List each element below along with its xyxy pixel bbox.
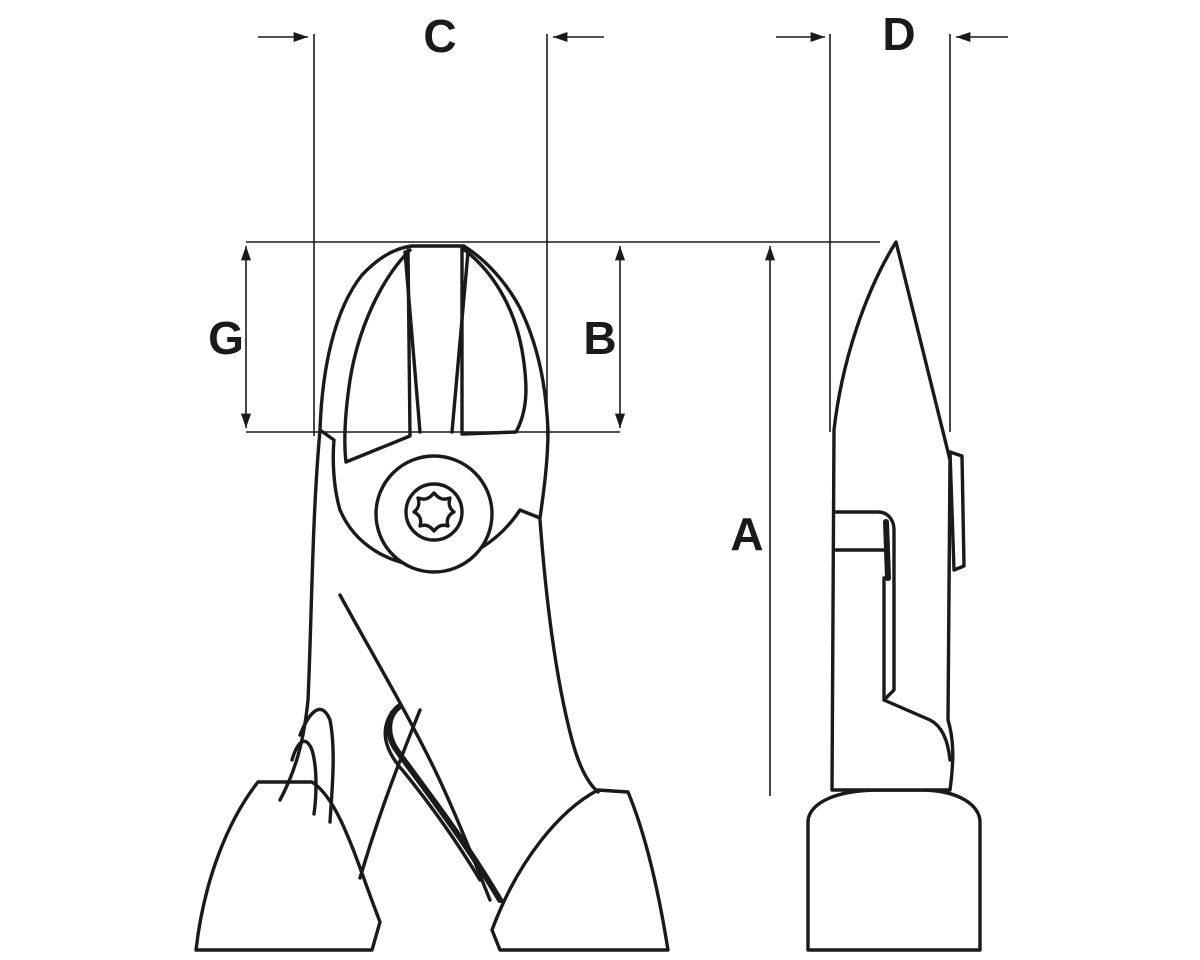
left-jaw [343, 248, 412, 464]
side-channel [834, 510, 952, 762]
side-pivot-plate [948, 450, 966, 572]
pliers-head [318, 244, 550, 568]
left-handle-groove [298, 707, 335, 824]
right-handle-grip [490, 788, 670, 952]
torx-socket [412, 491, 456, 533]
return-spring [386, 703, 503, 903]
right-handle-shaft [538, 518, 600, 794]
label-c: C [423, 10, 456, 62]
dimension-lines [240, 31, 1008, 796]
right-jaw [460, 246, 528, 436]
side-body [830, 240, 955, 792]
label-b: B [583, 312, 616, 364]
left-handle-grip [194, 780, 382, 952]
left-handle-shaft [278, 428, 322, 802]
label-a: A [730, 508, 763, 560]
label-d: D [882, 8, 915, 60]
side-view-pliers [806, 240, 982, 952]
label-g: G [208, 312, 244, 364]
front-view-pliers [194, 244, 670, 952]
side-handle-grip [806, 788, 982, 952]
